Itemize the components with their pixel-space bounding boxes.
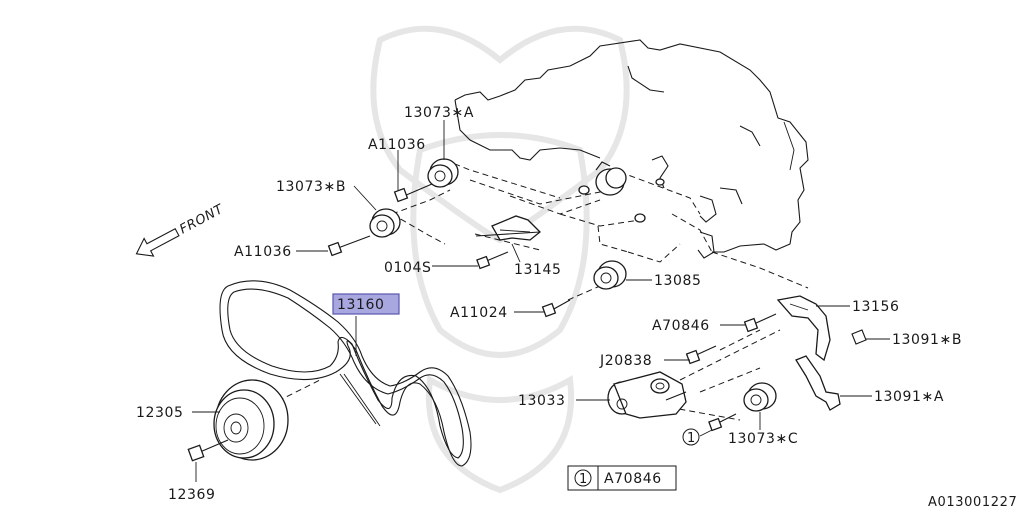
bracket-13091-a <box>795 355 841 411</box>
idler-pulley-13073-c <box>743 382 777 412</box>
bracket-13156 <box>776 295 831 362</box>
callout-13091-a: 13091∗A <box>874 389 944 405</box>
callout-j20838: J20838 <box>599 353 652 369</box>
callout-13073-a: 13073∗A <box>404 105 474 121</box>
bolt-0104s <box>476 251 509 270</box>
bolt-marker-1 <box>708 413 737 432</box>
watermark-emblem <box>370 25 630 494</box>
callout-13160: 13160 <box>337 297 385 313</box>
clip-13091-b <box>851 329 867 345</box>
bolt-12369 <box>187 439 229 462</box>
idler-pulley-13073-b <box>369 208 401 238</box>
leader-lines <box>192 120 890 482</box>
catalog-code: A013001227 <box>928 495 1017 510</box>
bolt-a11036-left <box>327 235 371 257</box>
callout-13156: 13156 <box>852 299 900 315</box>
tensioner-13033 <box>607 371 687 419</box>
bracket-13145 <box>475 215 541 241</box>
callout-13085: 13085 <box>654 273 702 289</box>
callout-13091-b: 13091∗B <box>892 332 962 348</box>
callout-13073-c: 13073∗C <box>728 431 798 447</box>
callout-a11036-top: A11036 <box>368 137 426 153</box>
legend-marker-circle <box>574 469 592 487</box>
tensioner-upper <box>578 155 669 223</box>
callout-a11024: A11024 <box>450 305 508 321</box>
bolt-a70846 <box>743 313 777 333</box>
legend-part: A70846 <box>604 471 662 487</box>
bolt-a11024 <box>541 299 571 318</box>
callout-0104s: 0104S <box>384 260 432 276</box>
callout-12305: 12305 <box>136 405 184 421</box>
callout-labels: 13073∗A A11036 13073∗B A11036 0104S 1314… <box>136 105 962 503</box>
callout-a70846: A70846 <box>652 318 710 334</box>
callout-13145: 13145 <box>514 262 562 278</box>
callout-marker-1: 1 <box>682 428 700 446</box>
bolt-j20838 <box>685 345 717 365</box>
callout-12369: 12369 <box>168 487 216 503</box>
highlight-box <box>332 293 400 315</box>
crank-pulley-12305 <box>213 379 289 461</box>
bolt-a11036-top <box>393 183 433 203</box>
callout-13073-b: 13073∗B <box>276 179 346 195</box>
legend-marker: 1 <box>579 472 588 487</box>
callout-13160-highlight: 13160 <box>332 293 400 315</box>
front-label: FRONT <box>177 202 226 238</box>
idler-pulley-13073-a <box>427 158 459 188</box>
legend-box: 1 A70846 <box>567 465 677 491</box>
callout-a11036-left: A11036 <box>234 244 292 260</box>
front-arrow-icon: FRONT <box>135 202 227 257</box>
idler-pulley-13085 <box>593 260 627 290</box>
callout-13033: 13033 <box>518 393 566 409</box>
assembly-lines <box>259 159 809 421</box>
engine-block <box>454 39 809 259</box>
drive-belt-13160 <box>219 280 472 467</box>
svg-text:1: 1 <box>687 431 696 446</box>
